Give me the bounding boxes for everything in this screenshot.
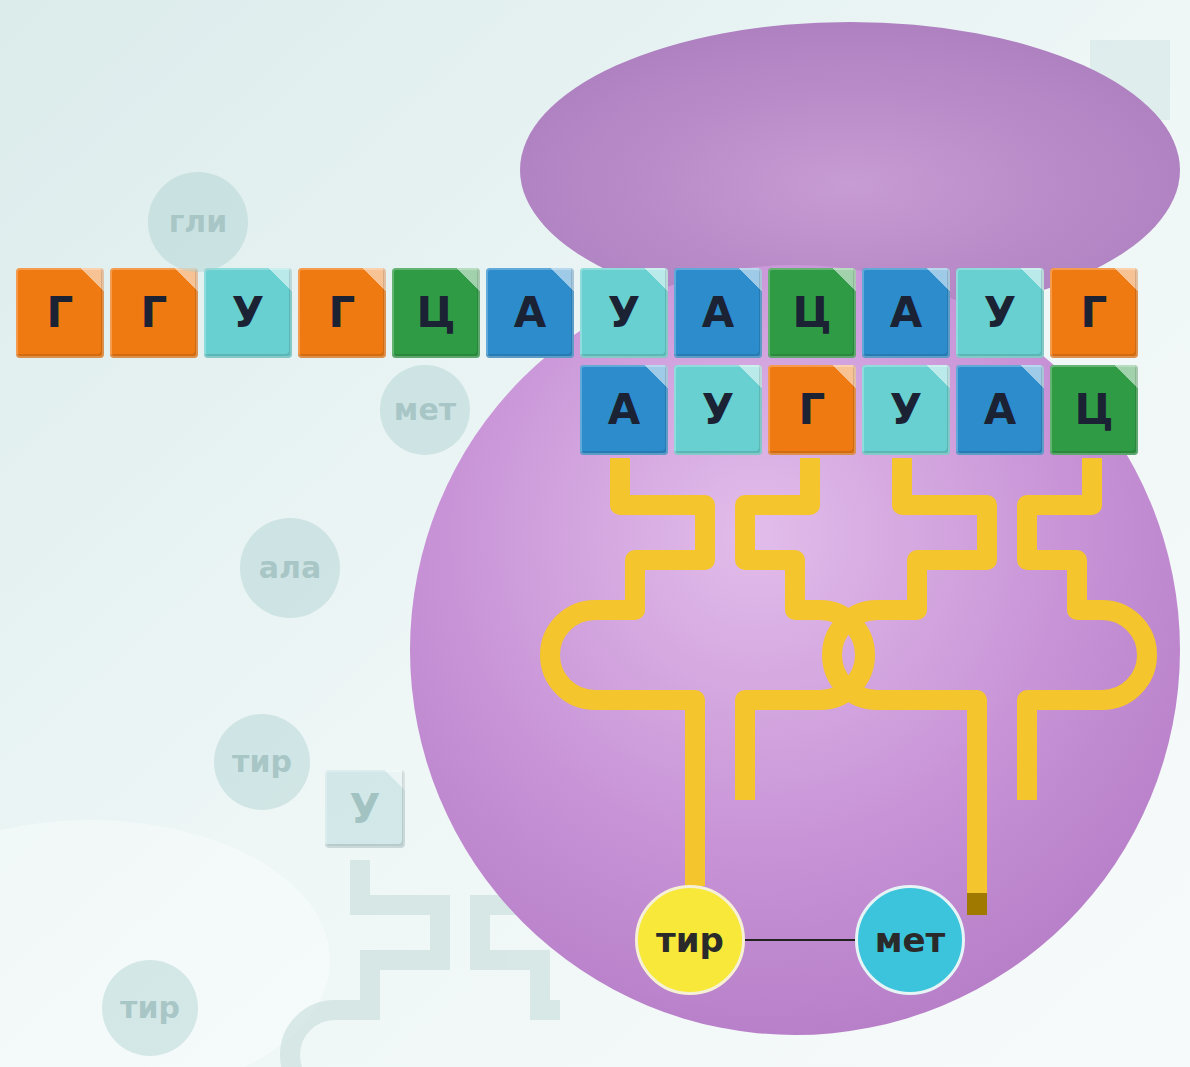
- mrna-nucleotide-box: А: [674, 268, 762, 358]
- nucleotide-letter: А: [514, 292, 547, 334]
- mrna-nucleotide-box: Г: [1050, 268, 1138, 358]
- mrna-nucleotide-box: А: [486, 268, 574, 358]
- anticodon-nucleotide-box: Г: [768, 365, 856, 455]
- faded-amino-acid-circle: мет: [380, 365, 470, 455]
- mrna-nucleotide-box: У: [204, 268, 292, 358]
- peptide-bond-line: [745, 939, 855, 941]
- trna-strand: [1027, 458, 1147, 800]
- trna-left: [550, 458, 865, 886]
- nucleotide-letter: А: [702, 292, 735, 334]
- nucleotide-letter: Ц: [417, 292, 456, 334]
- anticodon-nucleotide-box: А: [956, 365, 1044, 455]
- faded-amino-acid-name: тир: [120, 993, 180, 1023]
- ribosome-large-subunit: [410, 265, 1180, 1035]
- faded-amino-acid-circle: ала: [240, 518, 340, 618]
- faded-nucleotide-letter: У: [350, 789, 381, 829]
- trna-strand: [550, 458, 705, 886]
- trna-right: [832, 458, 1147, 905]
- anticodon-nucleotide-box: Ц: [1050, 365, 1138, 455]
- nucleotide-letter: Г: [141, 292, 168, 334]
- nucleotide-letter: Г: [1081, 292, 1108, 334]
- nucleotide-letter: У: [232, 292, 264, 334]
- trna-strand: [832, 458, 987, 905]
- nucleotide-letter: А: [608, 389, 641, 431]
- nucleotide-letter: Г: [799, 389, 826, 431]
- mrna-nucleotide-box: Г: [298, 268, 386, 358]
- nucleotide-letter: У: [984, 292, 1016, 334]
- nucleotide-letter: А: [890, 292, 923, 334]
- nucleotide-letter: У: [608, 292, 640, 334]
- faded-amino-acid-circle: тир: [214, 714, 310, 810]
- nucleotide-letter: У: [702, 389, 734, 431]
- faded-nucleotide-box: У: [325, 770, 405, 848]
- mrna-nucleotide-box: У: [580, 268, 668, 358]
- anticodon-nucleotide-box: А: [580, 365, 668, 455]
- mrna-nucleotide-box: Ц: [768, 268, 856, 358]
- nucleotide-letter: Ц: [793, 292, 832, 334]
- amino-acid-circle: тир: [635, 885, 745, 995]
- mrna-nucleotide-box: У: [956, 268, 1044, 358]
- mrna-nucleotide-box: А: [862, 268, 950, 358]
- mrna-nucleotide-box: Г: [110, 268, 198, 358]
- faded-amino-acid-circle: тир: [102, 960, 198, 1056]
- nucleotide-letter: Г: [47, 292, 74, 334]
- anticodon-nucleotide-box: У: [862, 365, 950, 455]
- faded-amino-acid-name: тир: [232, 747, 292, 777]
- trna-acceptor-end: [967, 893, 987, 915]
- nucleotide-letter: Г: [329, 292, 356, 334]
- faded-amino-acid-name: ала: [259, 553, 321, 583]
- mrna-nucleotide-box: Ц: [392, 268, 480, 358]
- faded-amino-acid-name: гли: [169, 207, 228, 237]
- faded-amino-acid-circle: гли: [148, 172, 248, 272]
- anticodon-nucleotide-box: У: [674, 365, 762, 455]
- amino-acid-name: мет: [875, 923, 946, 957]
- nucleotide-letter: Ц: [1075, 389, 1114, 431]
- faded-amino-acid-name: мет: [394, 395, 456, 425]
- amino-acid-name: тир: [656, 923, 724, 957]
- nucleotide-letter: А: [984, 389, 1017, 431]
- nucleotide-letter: У: [890, 389, 922, 431]
- amino-acid-circle: мет: [855, 885, 965, 995]
- mrna-nucleotide-box: Г: [16, 268, 104, 358]
- faded-cloud: [0, 820, 330, 1067]
- faded-trna-strand: [290, 860, 440, 1067]
